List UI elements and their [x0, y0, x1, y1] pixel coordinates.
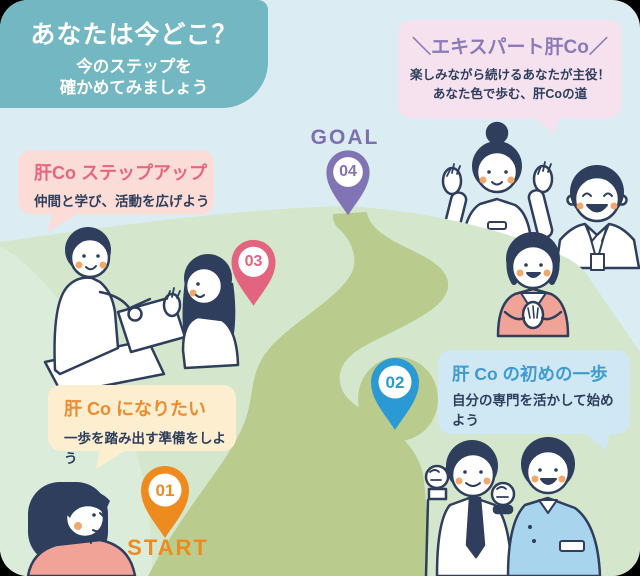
step4-bubble-tail: [532, 116, 560, 134]
pin-02: 02: [365, 352, 425, 432]
header-box: あなたは今どこ？ 今のステップを 確かめてみましょう: [0, 0, 268, 108]
step4-desc-line1: 楽しみながら続けるあなたが主役！: [409, 68, 610, 82]
expert-woman-illustration: [496, 232, 570, 338]
pin-04-shape: [326, 150, 370, 216]
pin-04-number: 04: [339, 163, 357, 180]
pin-03-shape: [231, 239, 276, 306]
step1-bubble-tail: [96, 449, 128, 469]
step1-title: 肝 Co になりたい: [64, 399, 206, 419]
pin-01-shape: [141, 466, 189, 538]
pin-02-number: 02: [385, 373, 405, 392]
header-subtitle-line2: 確かめてみましょう: [59, 79, 209, 98]
step3-title: 肝Co ステップアップ: [34, 163, 207, 183]
step2-title: 肝 Co の初めの一歩: [452, 364, 608, 384]
step4-title: ＼エキスパート肝Co／: [412, 37, 608, 58]
page-title: あなたは今どこ？: [30, 21, 238, 49]
pin-01-number: 01: [155, 481, 175, 500]
doctor-illustration: [554, 165, 640, 271]
step4-expert-bubble: ＼エキスパート肝Co／ 楽しみながら続けるあなたが主役！ あなた色で歩む、肝Co…: [398, 20, 622, 118]
step3-bubble-tail: [48, 212, 80, 232]
beginner-duo-illustration: [424, 437, 602, 576]
goal-label: GOAL: [310, 126, 380, 149]
step3-desc: 仲間と学び、活動を広げよう: [34, 194, 210, 209]
start-woman-illustration: [26, 482, 137, 576]
step2-bubble: 肝 Co の初めの一歩 自分の専門を活かして始めよう: [438, 350, 630, 434]
step3-bubble: 肝Co ステップアップ 仲間と学び、活動を広げよう: [18, 150, 214, 214]
pin-03-number: 03: [244, 253, 263, 270]
pin-03: 03: [226, 234, 281, 308]
step2-bubble-tail: [582, 432, 610, 450]
pin-02-shape: [371, 358, 419, 430]
step2-desc: 自分の専門を活かして始めよう: [452, 393, 614, 428]
start-label: START: [127, 535, 209, 560]
consult-pair-illustration: [43, 227, 240, 396]
step1-desc: 一歩を踏み出す準備をしよう: [64, 431, 226, 466]
step1-bubble: 肝 Co になりたい 一歩を踏み出す準備をしよう: [48, 385, 236, 466]
header-subtitle-line1: 今のステップを: [76, 58, 192, 76]
step4-desc-line2: あなた色で歩む、肝Coの道: [432, 86, 588, 101]
pin-04: 04: [321, 145, 375, 217]
pin-01: 01: [135, 460, 195, 540]
